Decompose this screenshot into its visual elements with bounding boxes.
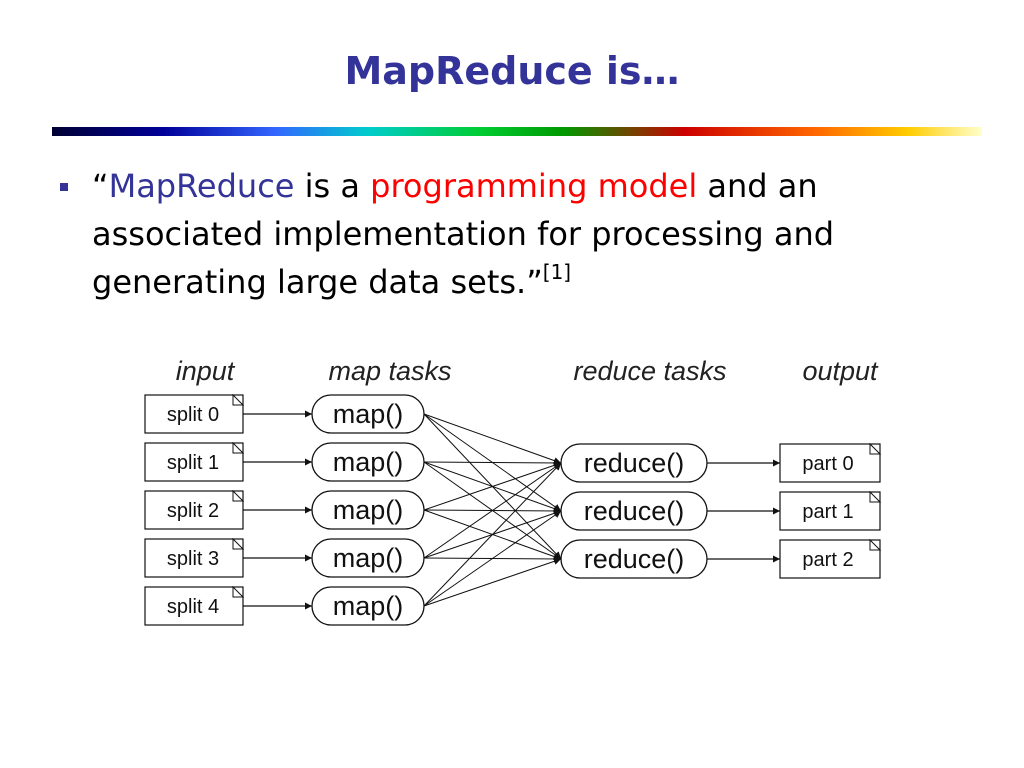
map-task-4: map() <box>311 586 425 626</box>
input-split-0-label: split 0 <box>167 404 219 426</box>
label-input: input <box>176 356 236 386</box>
map-task-1: map() <box>311 442 425 482</box>
shuffle-line <box>423 413 562 464</box>
bullet-marker <box>60 183 68 191</box>
shuffle-line <box>423 462 562 559</box>
reduce-task-1-label: reduce() <box>584 496 685 526</box>
term-mapreduce: MapReduce <box>108 167 295 205</box>
input-split-2-label: split 2 <box>167 500 219 522</box>
map-task-1-label: map() <box>333 447 404 477</box>
shuffle-line <box>423 557 562 607</box>
map-task-3-label: map() <box>333 543 404 573</box>
map-task-4-label: map() <box>333 591 404 621</box>
input-split-1: split 1 <box>144 441 245 482</box>
shuffle-line <box>423 510 562 607</box>
highlight-programming-model: programming model <box>370 167 698 205</box>
output-part-0-label: part 0 <box>802 453 853 475</box>
input-split-3-label: split 3 <box>167 548 219 570</box>
is-a-text: is a <box>294 167 371 205</box>
input-split-0: split 0 <box>144 393 245 434</box>
output-part-1-label: part 1 <box>802 501 853 523</box>
citation-reference: [1] <box>542 260 572 284</box>
reduce-task-2-label: reduce() <box>584 544 685 574</box>
map-task-2-label: map() <box>333 495 404 525</box>
reduce-task-2: reduce() <box>560 539 708 579</box>
label-map-tasks: map tasks <box>328 356 451 386</box>
output-part-2: part 2 <box>779 538 882 579</box>
definition-rest: and an associated implementation for pro… <box>92 167 835 301</box>
output-part-2-label: part 2 <box>802 549 853 571</box>
shuffle-connections <box>423 413 562 607</box>
slide-title: MapReduce is… <box>344 49 680 93</box>
output-part-1: part 1 <box>779 490 882 531</box>
bullet-text: “MapReduce is a programming model and an… <box>92 162 972 306</box>
diagram-nodes: split 0 split 1 split 2 split 3 split 4 map()… <box>144 393 882 626</box>
open-quote: “ <box>92 167 109 205</box>
input-split-2: split 2 <box>144 489 245 530</box>
input-split-3: split 3 <box>144 537 245 578</box>
reduce-task-1: reduce() <box>560 491 708 531</box>
gradient-divider <box>52 127 982 136</box>
input-split-1-label: split 1 <box>167 452 219 474</box>
reduce-task-0: reduce() <box>560 443 708 483</box>
close-quote: ” <box>526 263 543 301</box>
reduce-task-0-label: reduce() <box>584 448 685 478</box>
map-task-0-label: map() <box>333 399 404 429</box>
label-reduce-tasks: reduce tasks <box>573 356 726 386</box>
shuffle-line <box>423 459 562 467</box>
output-part-0: part 0 <box>779 442 882 483</box>
label-output: output <box>802 356 879 386</box>
input-split-4: split 4 <box>144 585 245 626</box>
input-split-4-label: split 4 <box>167 596 219 618</box>
shuffle-line <box>423 461 562 511</box>
map-task-2: map() <box>311 490 425 530</box>
shuffle-line <box>423 462 562 607</box>
map-task-0: map() <box>311 394 425 434</box>
map-task-3: map() <box>311 538 425 578</box>
